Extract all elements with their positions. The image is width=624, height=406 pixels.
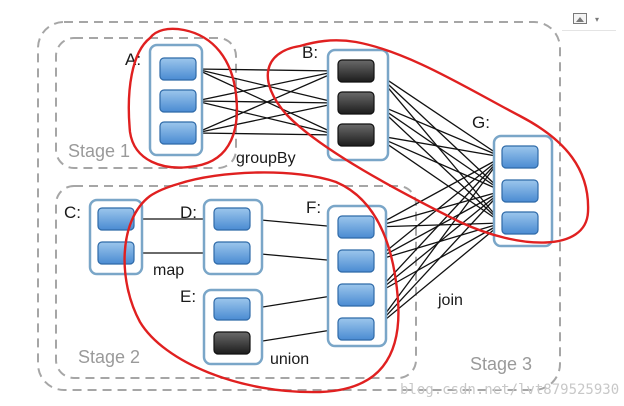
labels: A: B: C: D: E: F: G: groupBy map union j… <box>64 43 532 374</box>
partition-a-2 <box>159 89 197 113</box>
partition-f-2 <box>337 249 375 273</box>
edges <box>134 67 503 344</box>
op-label-join: join <box>437 292 463 309</box>
edge-a3-b2 <box>195 100 339 134</box>
edge-d2-f2 <box>249 252 339 265</box>
op-label-union: union <box>270 351 309 368</box>
stage-label-2: Stage 2 <box>78 347 140 367</box>
partition-e-1 <box>213 297 251 321</box>
stage-label-3: Stage 3 <box>470 354 532 374</box>
rdd-label-f: F: <box>306 198 321 217</box>
op-label-groupby: groupBy <box>236 150 296 167</box>
partition-d-1 <box>213 207 251 231</box>
edge-f1-g1 <box>373 156 503 228</box>
rdd-f <box>326 204 388 348</box>
stage-label-1: Stage 1 <box>68 141 130 161</box>
annotation-stage1-circle <box>127 27 239 169</box>
partition-e-2 <box>213 331 251 355</box>
partition-g-2 <box>501 179 539 203</box>
edge-a3-b3 <box>195 131 339 139</box>
edge-e2-f4 <box>249 326 339 344</box>
edge-f4-g1 <box>373 156 503 330</box>
edge-d1-f1 <box>249 218 339 231</box>
edge-e1-f3 <box>249 292 339 310</box>
partition-g-1 <box>501 145 539 169</box>
edge-f2-g1 <box>373 156 503 262</box>
rdd-label-e: E: <box>180 287 196 306</box>
edge-a1-b1 <box>195 67 339 75</box>
annotation-stage2-circle <box>123 171 400 394</box>
red-annotations <box>123 27 590 394</box>
image-icon[interactable] <box>573 13 587 24</box>
rdd-label-d: D: <box>180 203 197 222</box>
annotation-stage3-circle <box>266 39 590 244</box>
rdd-c <box>88 198 144 276</box>
stage-boundaries <box>37 21 561 391</box>
partition-f-4 <box>337 317 375 341</box>
partition-d-2 <box>213 241 251 265</box>
edge-f4-g2 <box>373 190 503 330</box>
rdd-e <box>202 288 264 366</box>
rdd-g <box>492 134 554 248</box>
partition-f-3 <box>337 283 375 307</box>
edge-f3-g3 <box>373 222 503 296</box>
edge-b2-g1 <box>373 102 503 158</box>
edge-f4-g3 <box>373 222 503 330</box>
partition-b-3 <box>337 123 375 147</box>
rdd-f-container <box>326 204 388 348</box>
stage-3-boundary <box>37 21 561 391</box>
image-toolbar[interactable]: ▾ <box>562 8 616 31</box>
partition-g-3 <box>501 211 539 235</box>
partition-a-1 <box>159 57 197 81</box>
partition-a-3 <box>159 121 197 145</box>
edge-b3-g2 <box>373 134 503 192</box>
watermark: blog.csdn.net/lvt879525930 <box>400 382 619 398</box>
edge-a3-b1 <box>195 70 339 134</box>
edge-a2-b1 <box>195 68 339 102</box>
chevron-down-icon[interactable]: ▾ <box>595 15 600 24</box>
rdd-d <box>202 198 264 276</box>
rdd-b <box>326 48 390 162</box>
rdd-label-c: C: <box>64 203 81 222</box>
edge-b2-g2 <box>373 102 503 192</box>
rdd-label-b: B: <box>302 43 318 62</box>
edge-b1-g2 <box>373 70 503 192</box>
edge-f1-g3 <box>373 219 503 228</box>
rdd-a <box>148 43 204 157</box>
edge-b3-g1 <box>373 134 503 160</box>
stage-2-boundary <box>55 185 417 379</box>
partition-c-1 <box>97 207 135 231</box>
op-label-map: map <box>153 262 184 279</box>
partition-f-1 <box>337 215 375 239</box>
partition-c-2 <box>97 241 135 265</box>
rdd-nodes <box>88 43 554 366</box>
partition-b-1 <box>337 59 375 83</box>
edge-b1-g1 <box>373 70 503 158</box>
stage-1-boundary <box>55 37 237 169</box>
partition-b-2 <box>337 91 375 115</box>
rdd-label-g: G: <box>472 113 490 132</box>
